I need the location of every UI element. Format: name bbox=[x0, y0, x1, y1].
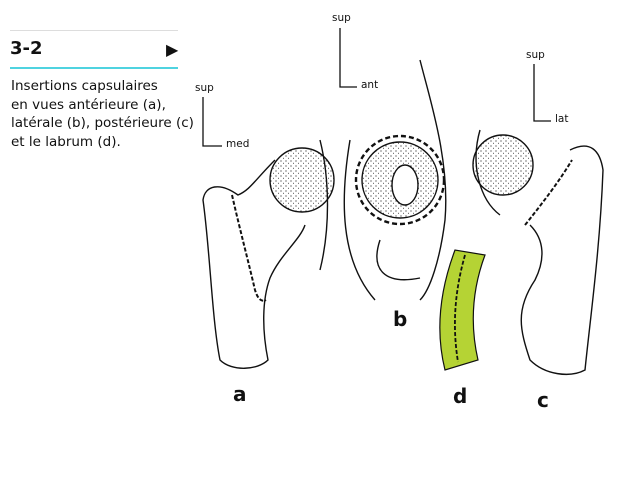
view-label-c: c bbox=[537, 388, 549, 412]
figure-number: 3-2 bbox=[10, 38, 43, 59]
femur-posterior bbox=[472, 129, 604, 376]
view-label-a: a bbox=[233, 382, 247, 406]
axis-c-sup-label: sup bbox=[526, 49, 545, 61]
caption-line: Insertions capsulaires bbox=[11, 78, 158, 94]
axis-c bbox=[533, 64, 551, 122]
view-label-b: b bbox=[393, 307, 408, 331]
femur-anterior bbox=[202, 139, 335, 369]
top-divider bbox=[10, 30, 178, 31]
axis-a bbox=[202, 97, 222, 147]
view-label-d: d bbox=[453, 384, 468, 408]
next-arrow-icon[interactable]: ▶ bbox=[166, 40, 179, 59]
caption-line: latérale (b), postérieure (c) bbox=[11, 115, 194, 131]
caption-line: en vues antérieure (a), bbox=[11, 96, 166, 113]
axis-a-sup-label: sup bbox=[195, 82, 214, 94]
caption-line: et le labrum (d). bbox=[11, 133, 121, 150]
figure-caption: Insertions capsulaires en vues antérieur… bbox=[11, 77, 211, 151]
axis-b-sup-label: sup bbox=[332, 12, 351, 24]
accent-divider bbox=[10, 67, 178, 69]
axis-a-med-label: med bbox=[226, 138, 250, 150]
acetabulum-lateral bbox=[343, 59, 447, 301]
labrum bbox=[439, 249, 486, 371]
axis-b bbox=[339, 28, 357, 88]
axis-c-lat-label: lat bbox=[555, 113, 569, 125]
axis-b-ant-label: ant bbox=[361, 79, 379, 91]
